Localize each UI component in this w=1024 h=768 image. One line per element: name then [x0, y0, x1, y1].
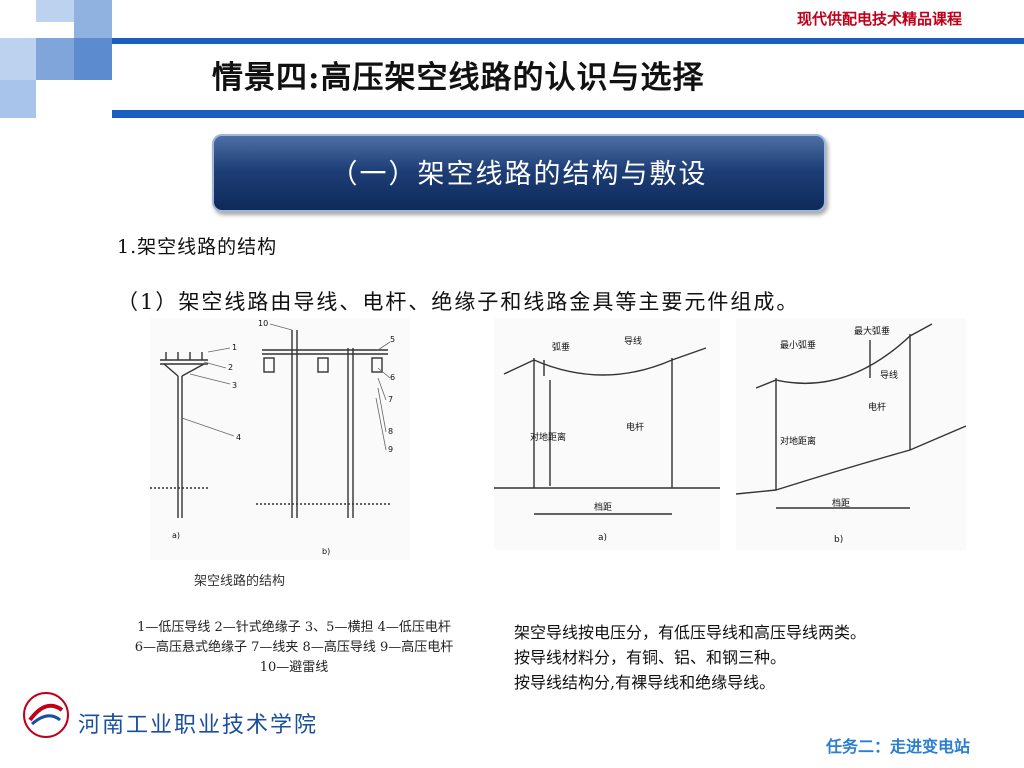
- figure-sublabel: b): [322, 547, 330, 556]
- figure-legend: 1—低压导线 2—针式绝缘子 3、5—横担 4—低压电杆 6—高压悬式绝缘子 7…: [84, 618, 504, 678]
- next-task-link[interactable]: 任务二：走进变电站: [825, 737, 970, 756]
- note-line: 按导线结构分,有裸导线和绝缘导线。: [514, 673, 776, 692]
- decorative-square: [74, 0, 112, 38]
- title-band: [112, 38, 1024, 118]
- figure-label: 对地距离: [780, 435, 816, 447]
- note-line: 按导线材料分，有铜、铝、和钢三种。: [514, 648, 787, 667]
- legend-line: 6—高压悬式绝缘子 7—线夹 8—高压导线 9—高压电杆: [134, 640, 454, 655]
- decorative-square: [0, 38, 36, 80]
- callout-number: 9: [388, 445, 393, 454]
- legend-line: 10—避雷线: [259, 660, 329, 675]
- decorative-square: [36, 0, 74, 22]
- callout-number: 4: [236, 433, 241, 442]
- figure-background: [150, 318, 410, 560]
- heading-structure: 1.架空线路的结构: [117, 236, 278, 258]
- figure-label: a): [598, 533, 607, 543]
- figure-label: b): [834, 535, 843, 545]
- figure-labels: 弧垂 导线 对地距离 电杆 档距 a): [530, 335, 644, 543]
- slope-drawing: [736, 323, 966, 509]
- decorative-square: [74, 38, 112, 80]
- callout-number: 10: [258, 319, 268, 328]
- decorative-square: [36, 38, 74, 80]
- figure-caption: 架空线路的结构: [194, 574, 286, 589]
- conductor-notes: 架空导线按电压分，有低压导线和高压导线两类。 按导线材料分，有铜、铝、和钢三种。…: [514, 620, 1019, 695]
- callout-number: 6: [390, 373, 395, 382]
- course-title: 现代供配电技术精品课程: [796, 10, 962, 28]
- callout-number: 5: [390, 335, 395, 344]
- figure-label: 电杆: [868, 401, 886, 413]
- figure-background: [736, 318, 966, 550]
- legend-line: 1—低压导线 2—针式绝缘子 3、5—横担 4—低压电杆: [137, 620, 451, 635]
- callout-number: 8: [388, 427, 393, 436]
- sag-flat-figure: 弧垂 导线 对地距离 电杆 档距 a): [494, 318, 720, 550]
- pole-structure-figure: 1 2 3 4 5 6 7 8 9 10 a) b): [150, 318, 410, 560]
- college-name: 河南工业职业技术学院: [78, 713, 319, 738]
- page-title: 情景四:高压架空线路的认识与选择: [212, 60, 705, 96]
- figure-labels: 最小弧垂 最大弧垂 导线 电杆 对地距离 档距 b): [780, 325, 898, 545]
- callout-number: 7: [388, 395, 393, 404]
- figure-label: 弧垂: [552, 341, 570, 353]
- high-voltage-pole: [256, 330, 390, 518]
- decorative-square: [0, 80, 36, 118]
- span-drawing: [494, 347, 720, 515]
- callout-leaders: [181, 323, 391, 451]
- callout-number: 2: [228, 363, 233, 372]
- figure-label: 最小弧垂: [780, 339, 816, 351]
- low-voltage-pole: [150, 352, 210, 518]
- college-logo: [23, 692, 69, 738]
- figure-label: 导线: [624, 335, 642, 347]
- callout-numbers: 1 2 3 4 5 6 7 8 9 10: [228, 319, 395, 454]
- section-banner: [212, 134, 826, 212]
- figure-label: 电杆: [626, 421, 644, 433]
- callout-number: 1: [232, 343, 237, 352]
- figure-background: [494, 318, 720, 550]
- figure-sublabel: a): [172, 531, 180, 540]
- note-line: 架空导线按电压分，有低压导线和高压导线两类。: [514, 623, 867, 642]
- sag-slope-figure: 最小弧垂 最大弧垂 导线 电杆 对地距离 档距 b): [736, 318, 966, 550]
- figure-label: 导线: [880, 369, 898, 381]
- structure-description: （1）架空线路由导线、电杆、绝缘子和线路金具等主要元件组成。: [117, 290, 800, 314]
- figure-label: 档距: [594, 501, 612, 513]
- callout-number: 3: [232, 381, 237, 390]
- section-title: （一）架空线路的结构与敷设: [330, 159, 708, 190]
- figure-label: 档距: [832, 497, 850, 509]
- figure-label: 对地距离: [530, 431, 566, 443]
- title-band-inner: [112, 44, 1024, 110]
- figure-label: 最大弧垂: [854, 325, 890, 337]
